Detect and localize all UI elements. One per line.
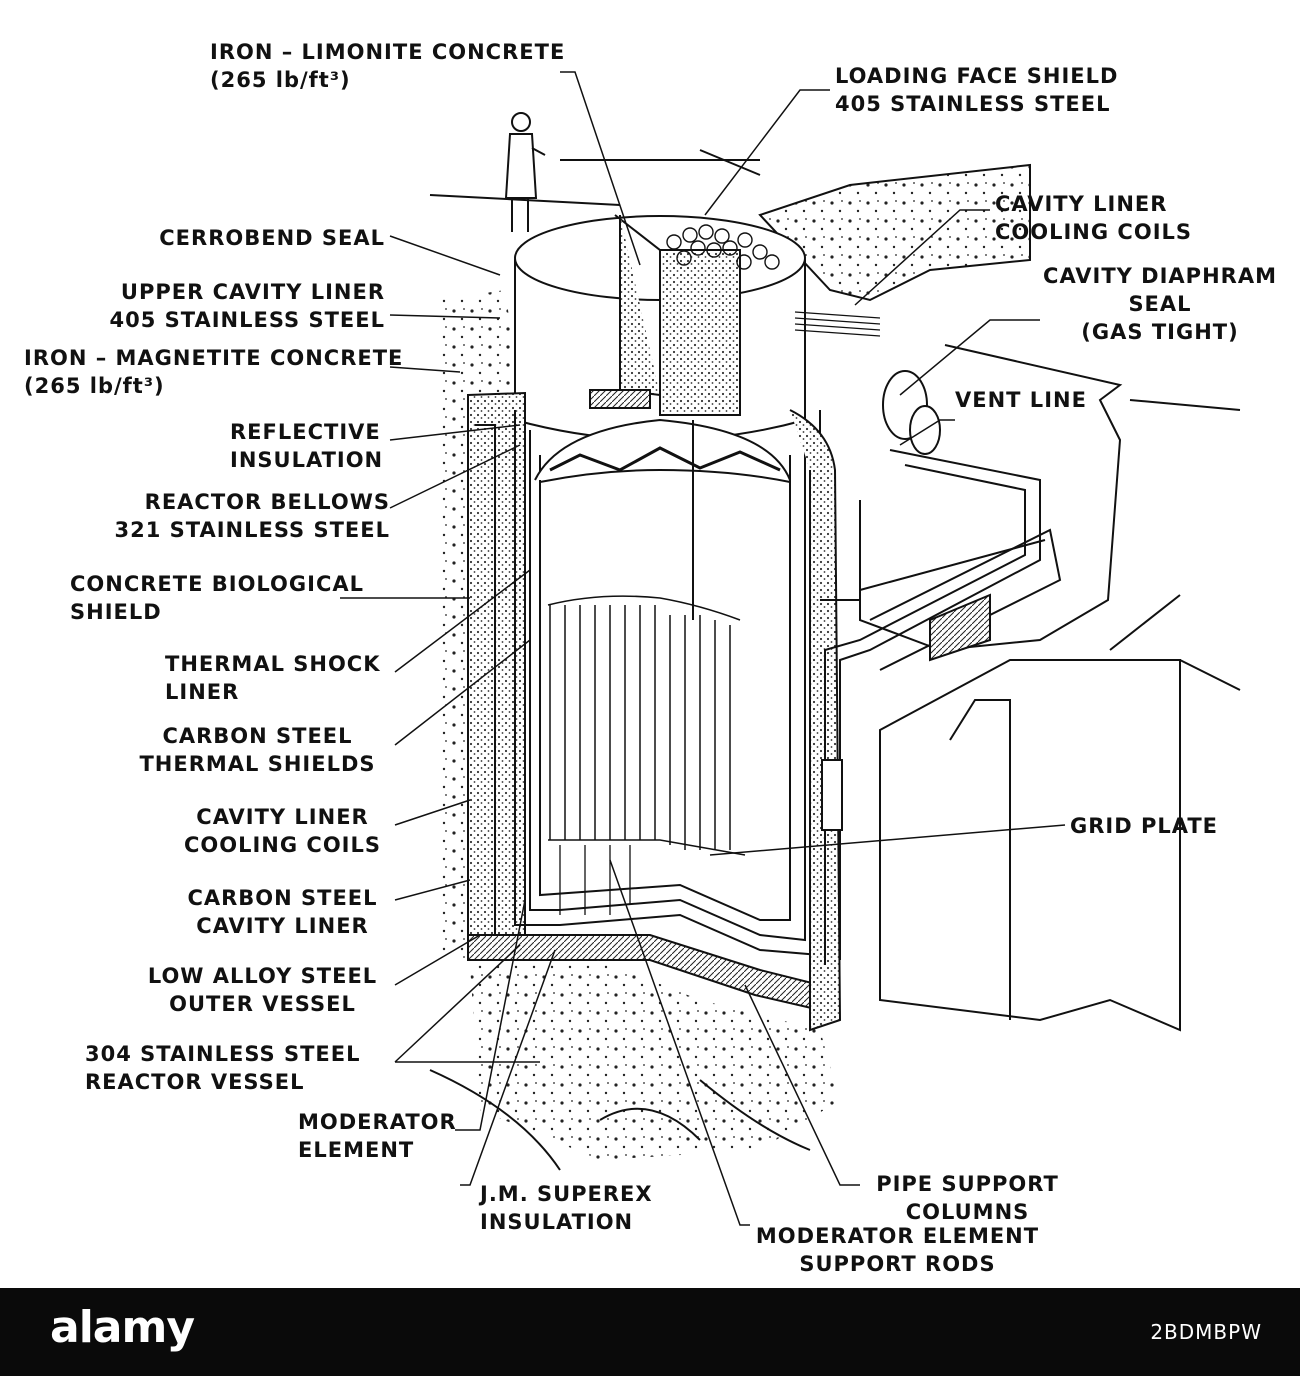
label-line: REACTOR BELLOWS (144, 490, 390, 514)
label-concrete-biological-shield: CONCRETE BIOLOGICAL SHIELD (70, 570, 364, 626)
loading-face-shield (514, 214, 806, 441)
label-line: SEAL (1128, 292, 1192, 316)
label-cavity-liner-cooling-coils-left: CAVITY LINER COOLING COILS (170, 803, 395, 859)
watermark-footer: alamy 2BDMBPW (0, 1288, 1300, 1376)
label-upper-cavity-liner: UPPER CAVITY LINER 405 STAINLESS STEEL (60, 278, 385, 334)
label-line: CAVITY LINER (196, 805, 369, 829)
label-line: LINER (165, 680, 240, 704)
label-line: GRID PLATE (1070, 814, 1219, 838)
label-line: REFLECTIVE (230, 420, 381, 444)
label-line: THERMAL SHIELDS (139, 752, 376, 776)
label-line: SUPPORT RODS (799, 1252, 996, 1276)
label-304-stainless-reactor-vessel: 304 STAINLESS STEEL REACTOR VESSEL (85, 1040, 360, 1096)
label-pipe-support-columns: PIPE SUPPORT COLUMNS (860, 1170, 1075, 1226)
label-line: PIPE SUPPORT (876, 1172, 1059, 1196)
label-line: CERROBEND SEAL (159, 226, 385, 250)
label-reflective-insulation: REFLECTIVE INSULATION (230, 418, 383, 474)
label-vent-line: VENT LINE (955, 386, 1087, 414)
label-line: VENT LINE (955, 388, 1087, 412)
label-line: (265 lb/ft³) (210, 68, 351, 92)
label-line: 405 STAINLESS STEEL (109, 308, 385, 332)
label-line: 405 STAINLESS STEEL (835, 92, 1111, 116)
label-line: MODERATOR (298, 1110, 457, 1134)
label-line: COLUMNS (905, 1200, 1030, 1224)
label-reactor-bellows: REACTOR BELLOWS 321 STAINLESS STEEL (60, 488, 390, 544)
label-cerrobend-seal: CERROBEND SEAL (100, 224, 385, 252)
label-line: INSULATION (230, 448, 384, 472)
label-line: REACTOR VESSEL (85, 1070, 305, 1094)
label-line: CONCRETE BIOLOGICAL (70, 572, 364, 596)
label-line: CAVITY LINER (196, 914, 369, 938)
label-carbon-steel-thermal-shields: CARBON STEEL THERMAL SHIELDS (120, 722, 395, 778)
label-line: OUTER VESSEL (169, 992, 356, 1016)
diagram-canvas: IRON – LIMONITE CONCRETE (265 lb/ft³) LO… (24, 38, 1280, 1278)
cooling-pipes (820, 370, 1062, 965)
label-carbon-steel-cavity-liner: CARBON STEEL CAVITY LINER (170, 884, 395, 940)
concrete-right-block (758, 163, 1031, 302)
leader-lines (340, 71, 1066, 1226)
image-id: 2BDMBPW (1150, 1320, 1262, 1344)
reactor-cutaway-drawing (340, 71, 1241, 1226)
reactor-vessel-cutaway (467, 391, 842, 1032)
label-line: 304 STAINLESS STEEL (85, 1042, 361, 1066)
label-line: CAVITY DIAPHRAM (1043, 264, 1277, 288)
label-moderator-element-support-rods: MODERATOR ELEMENT SUPPORT RODS (750, 1222, 1045, 1278)
alamy-logo: alamy (50, 1302, 195, 1353)
label-iron-magnetite-concrete: IRON – MAGNETITE CONCRETE (265 lb/ft³) (24, 344, 403, 400)
label-line: ELEMENT (298, 1138, 415, 1162)
label-line: INSULATION (480, 1210, 634, 1234)
label-line: J.M. SUPEREX (480, 1182, 653, 1206)
label-moderator-element: MODERATOR ELEMENT (298, 1108, 457, 1164)
label-line: CARBON STEEL (187, 886, 378, 910)
label-line: CARBON STEEL (162, 724, 353, 748)
label-low-alloy-steel-outer-vessel: LOW ALLOY STEEL OUTER VESSEL (130, 962, 395, 1018)
label-iron-limonite-concrete: IRON – LIMONITE CONCRETE (265 lb/ft³) (210, 38, 565, 94)
concrete-left-mass (440, 290, 520, 960)
label-line: COOLING COILS (183, 833, 382, 857)
label-line: (265 lb/ft³) (24, 374, 165, 398)
label-line: IRON – MAGNETITE CONCRETE (24, 346, 404, 370)
label-superex-insulation: J.M. SUPEREX INSULATION (480, 1180, 653, 1236)
label-cavity-diaphram-seal: CAVITY DIAPHRAM SEAL (GAS TIGHT) (1040, 262, 1280, 346)
person-figure (504, 112, 546, 232)
label-line: SHIELD (70, 600, 162, 624)
label-line: 321 STAINLESS STEEL (114, 518, 390, 542)
label-line: IRON – LIMONITE CONCRETE (210, 40, 566, 64)
label-cavity-liner-cooling-coils-top: CAVITY LINER COOLING COILS (995, 190, 1192, 246)
label-thermal-shock-liner: THERMAL SHOCK LINER (165, 650, 381, 706)
label-line: CAVITY LINER (995, 192, 1168, 216)
label-line: THERMAL SHOCK (165, 652, 381, 676)
label-line: COOLING COILS (995, 220, 1193, 244)
label-line: UPPER CAVITY LINER (120, 280, 385, 304)
label-line: MODERATOR ELEMENT (755, 1224, 1040, 1248)
label-line: LOW ALLOY STEEL (147, 964, 378, 988)
label-grid-plate: GRID PLATE (1070, 812, 1218, 840)
label-line: (GAS TIGHT) (1081, 320, 1239, 344)
label-loading-face-shield: LOADING FACE SHIELD 405 STAINLESS STEEL (835, 62, 1118, 118)
label-line: LOADING FACE SHIELD (835, 64, 1119, 88)
